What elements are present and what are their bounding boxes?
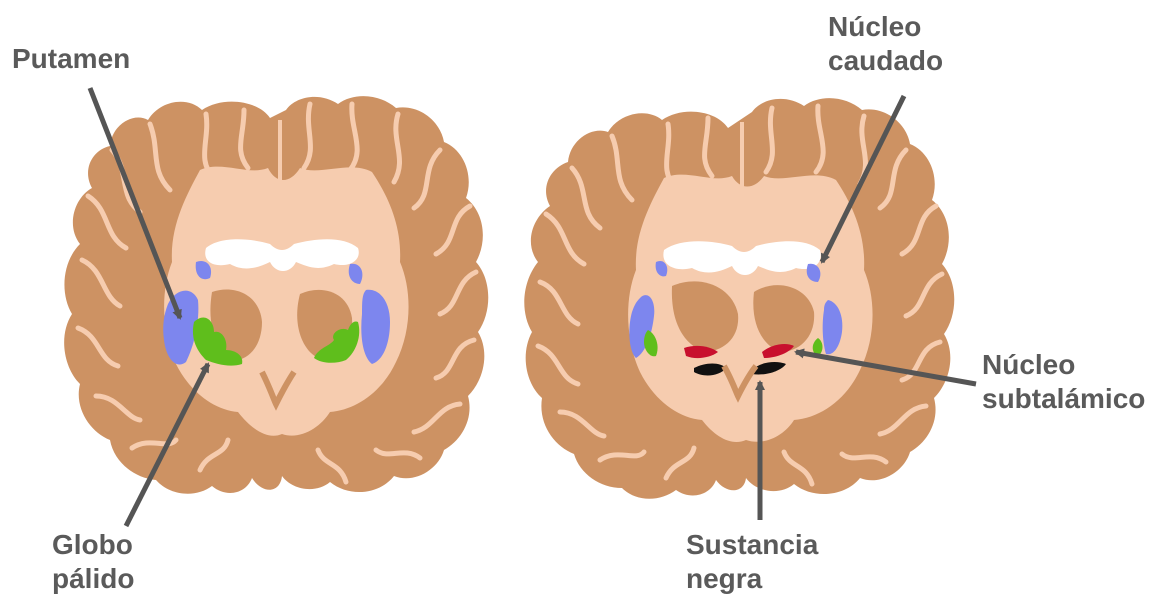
label-caudado-line2: caudado xyxy=(828,44,943,78)
label-globo-line1: Globo xyxy=(52,528,134,562)
label-nucleo-subtalamico: Núcleo subtalámico xyxy=(982,348,1145,416)
label-subtalamico-line2: subtalámico xyxy=(982,382,1145,416)
label-nucleo-caudado: Núcleo caudado xyxy=(828,10,943,78)
label-putamen-text: Putamen xyxy=(12,43,130,74)
label-globo-palido: Globo pálido xyxy=(52,528,134,596)
left-brain-section xyxy=(64,96,488,494)
right-brain-section xyxy=(524,98,954,499)
label-globo-line2: pálido xyxy=(52,562,134,596)
label-sustancia-negra: Sustancia negra xyxy=(686,528,818,596)
label-putamen: Putamen xyxy=(12,42,130,76)
label-negra-line2: negra xyxy=(686,562,818,596)
label-caudado-line1: Núcleo xyxy=(828,10,943,44)
label-negra-line1: Sustancia xyxy=(686,528,818,562)
label-subtalamico-line1: Núcleo xyxy=(982,348,1145,382)
